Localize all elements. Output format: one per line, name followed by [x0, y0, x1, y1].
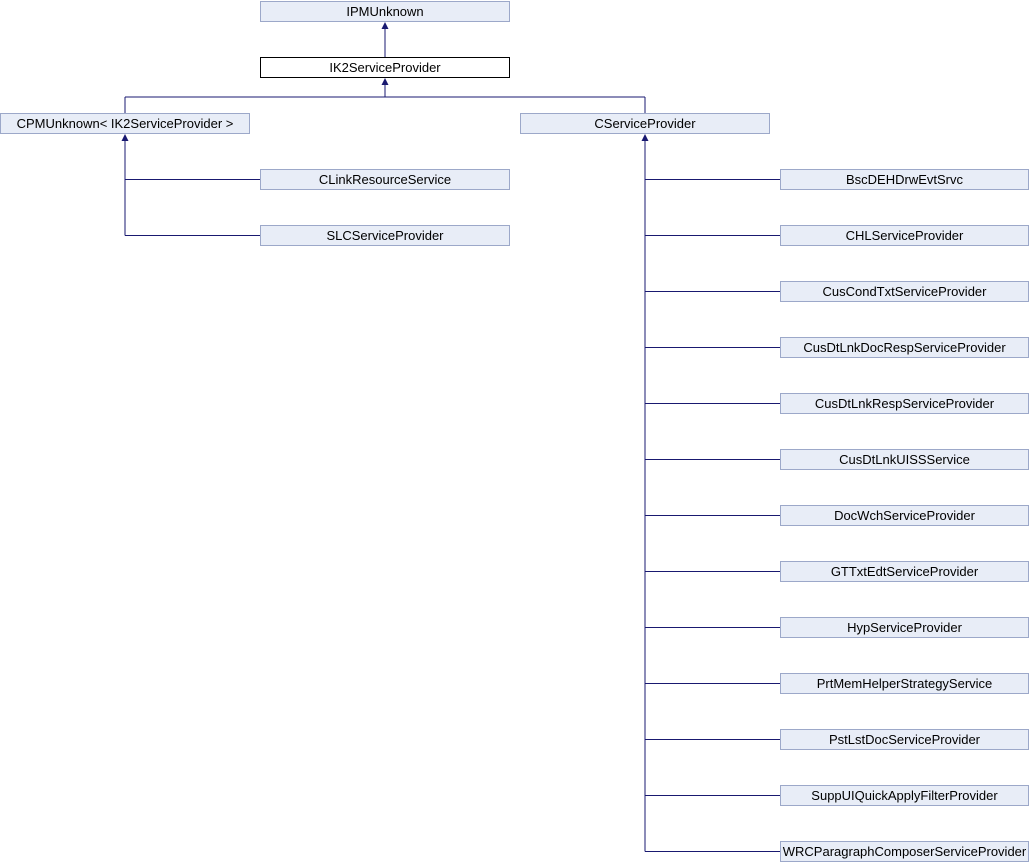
class-node-prtmemhelperstrategyservice[interactable]: PrtMemHelperStrategyService [780, 673, 1029, 694]
class-node-suppuiquickapplyfilterprovider[interactable]: SuppUIQuickApplyFilterProvider [780, 785, 1029, 806]
class-node-gttxtedtserviceprovider[interactable]: GTTxtEdtServiceProvider [780, 561, 1029, 582]
class-node-pstlstdocserviceprovider[interactable]: PstLstDocServiceProvider [780, 729, 1029, 750]
class-node-ik2serviceprovider: IK2ServiceProvider [260, 57, 510, 78]
class-node-cusdtlnkuissservice[interactable]: CusDtLnkUISSService [780, 449, 1029, 470]
class-node-cpmunknown-ik2serviceprovider[interactable]: CPMUnknown< IK2ServiceProvider > [0, 113, 250, 134]
class-node-bscdehdrwevtsrvc[interactable]: BscDEHDrwEvtSrvc [780, 169, 1029, 190]
class-node-ipmunknown[interactable]: IPMUnknown [260, 1, 510, 22]
class-node-cusdtlnkrespserviceprovider[interactable]: CusDtLnkRespServiceProvider [780, 393, 1029, 414]
class-node-cserviceprovider[interactable]: CServiceProvider [520, 113, 770, 134]
class-node-chlserviceprovider[interactable]: CHLServiceProvider [780, 225, 1029, 246]
class-node-docwchserviceprovider[interactable]: DocWchServiceProvider [780, 505, 1029, 526]
class-node-hypserviceprovider[interactable]: HypServiceProvider [780, 617, 1029, 638]
class-node-wrcparagraphcomposerserviceprovider[interactable]: WRCParagraphComposerServiceProvider [780, 841, 1029, 862]
class-node-cuscondtxtserviceprovider[interactable]: CusCondTxtServiceProvider [780, 281, 1029, 302]
class-node-cusdtlnkdocrespserviceprovider[interactable]: CusDtLnkDocRespServiceProvider [780, 337, 1029, 358]
class-node-clinkresourceservice[interactable]: CLinkResourceService [260, 169, 510, 190]
class-node-slcserviceprovider[interactable]: SLCServiceProvider [260, 225, 510, 246]
